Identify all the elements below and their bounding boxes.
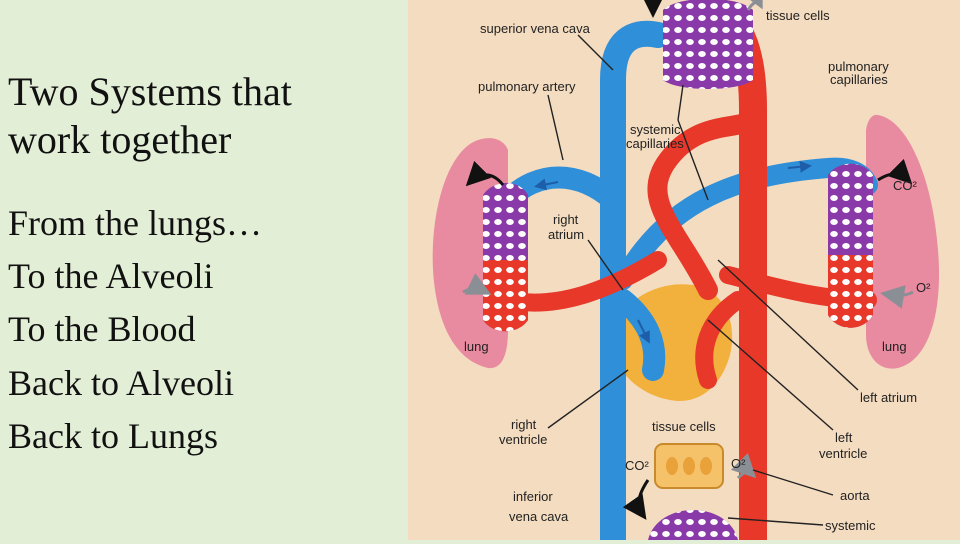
- bullet-line-4: Back to Alveoli: [8, 363, 234, 403]
- systemic-capillary-bed-bottom: [648, 510, 738, 540]
- label-left-atrium: left atrium: [860, 390, 917, 405]
- label-right-atrium-2: atrium: [548, 227, 584, 242]
- label-tissue-cells-top: tissue cells: [766, 8, 830, 23]
- label-left-ventricle-2: ventricle: [819, 446, 867, 461]
- slide-title-line-2: work together: [8, 117, 232, 162]
- label-inferior-vena-cava-2: vena cava: [509, 509, 569, 524]
- tissue-cells-illustration: [654, 443, 724, 489]
- label-aorta: aorta: [840, 488, 870, 503]
- bullet-line-3: To the Blood: [8, 309, 196, 349]
- bullet-line-5: Back to Lungs: [8, 416, 218, 456]
- slide-title-line-1: Two Systems that: [8, 69, 292, 114]
- label-co2-bottom: CO²: [625, 458, 650, 473]
- right-pulmonary-capillary-bed: [828, 163, 873, 328]
- label-pulmonary-capillaries-1: pulmonary: [828, 59, 889, 74]
- text-panel: Two Systems that work together From the …: [0, 0, 408, 540]
- label-pulmonary-artery: pulmonary artery: [478, 79, 576, 94]
- label-lung-right: lung: [882, 339, 907, 354]
- label-pulmonary-capillaries-2: capillaries: [830, 72, 888, 87]
- circulatory-diagram-svg: superior vena cava tissue cells pulmonar…: [408, 0, 960, 544]
- label-o2-right: O²: [916, 280, 931, 295]
- label-tissue-cells-bottom: tissue cells: [652, 419, 716, 434]
- label-right-ventricle-1: right: [511, 417, 537, 432]
- label-lung-left: lung: [464, 339, 489, 354]
- left-pulmonary-capillary-bed: [483, 182, 528, 332]
- label-right-ventricle-2: ventricle: [499, 432, 547, 447]
- diagram-labels: superior vena cava tissue cells pulmonar…: [464, 8, 931, 533]
- label-co2-right: CO²: [893, 178, 918, 193]
- bullet-line-2: To the Alveoli: [8, 256, 214, 296]
- label-o2-bottom: O²: [731, 456, 746, 471]
- label-left-ventricle-1: left: [835, 430, 853, 445]
- flow-arrows: [462, 0, 914, 520]
- label-superior-vena-cava: superior vena cava: [480, 21, 591, 36]
- label-inferior-vena-cava-1: inferior: [513, 489, 553, 504]
- label-right-atrium-1: right: [553, 212, 579, 227]
- bullet-line-1: From the lungs…: [8, 203, 263, 243]
- circulatory-diagram: superior vena cava tissue cells pulmonar…: [408, 0, 960, 544]
- label-systemic-bottom: systemic: [825, 518, 876, 533]
- label-leader-lines: [547, 34, 859, 526]
- label-systemic-capillaries-1: systemic: [630, 122, 681, 137]
- label-systemic-capillaries-2: capillaries: [626, 136, 684, 151]
- systemic-capillary-bed-top: [663, 0, 753, 89]
